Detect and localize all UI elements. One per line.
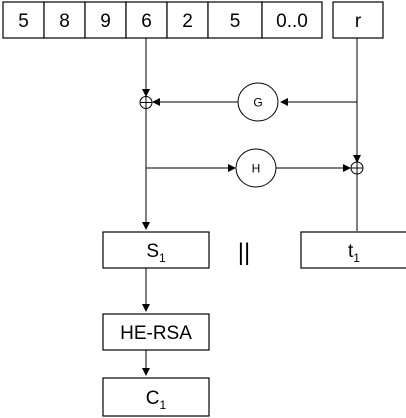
input-cell-text: 0..0	[276, 11, 308, 32]
input-cell-box	[166, 1, 209, 39]
input-cell-text: 5	[230, 11, 241, 32]
input-cell-box	[84, 1, 127, 39]
xor-right-icon	[350, 161, 364, 175]
random-cell-box	[332, 1, 384, 39]
input-cells-row: 5 8 9 6 2 5 0..0	[2, 1, 323, 39]
input-cell-box	[207, 1, 263, 39]
hersa-label: HE-RSA	[120, 323, 192, 344]
input-cell-box	[261, 1, 323, 39]
hersa-box	[102, 313, 210, 351]
xor-top-icon	[139, 96, 153, 109]
input-cell-box	[43, 1, 86, 39]
s1-box	[102, 231, 210, 269]
input-cell-text: 5	[18, 11, 29, 32]
input-cell-box	[2, 1, 45, 39]
c1-label: C1	[146, 388, 167, 412]
h-function-node	[235, 148, 277, 188]
c1-box	[102, 377, 210, 417]
input-cell-text: 9	[100, 11, 111, 32]
input-cell-text: 8	[59, 11, 70, 32]
concat-symbol: ||	[238, 239, 250, 266]
s1-label: S1	[146, 241, 166, 265]
t1-box	[300, 231, 406, 269]
h-function-label: H	[252, 162, 261, 176]
input-cell-text: 2	[182, 11, 193, 32]
g-function-node	[237, 82, 279, 122]
input-cell-text: 6	[141, 11, 152, 32]
g-function-label: G	[253, 96, 262, 110]
t1-label: t1	[348, 241, 360, 265]
random-cell-text: r	[355, 11, 362, 32]
